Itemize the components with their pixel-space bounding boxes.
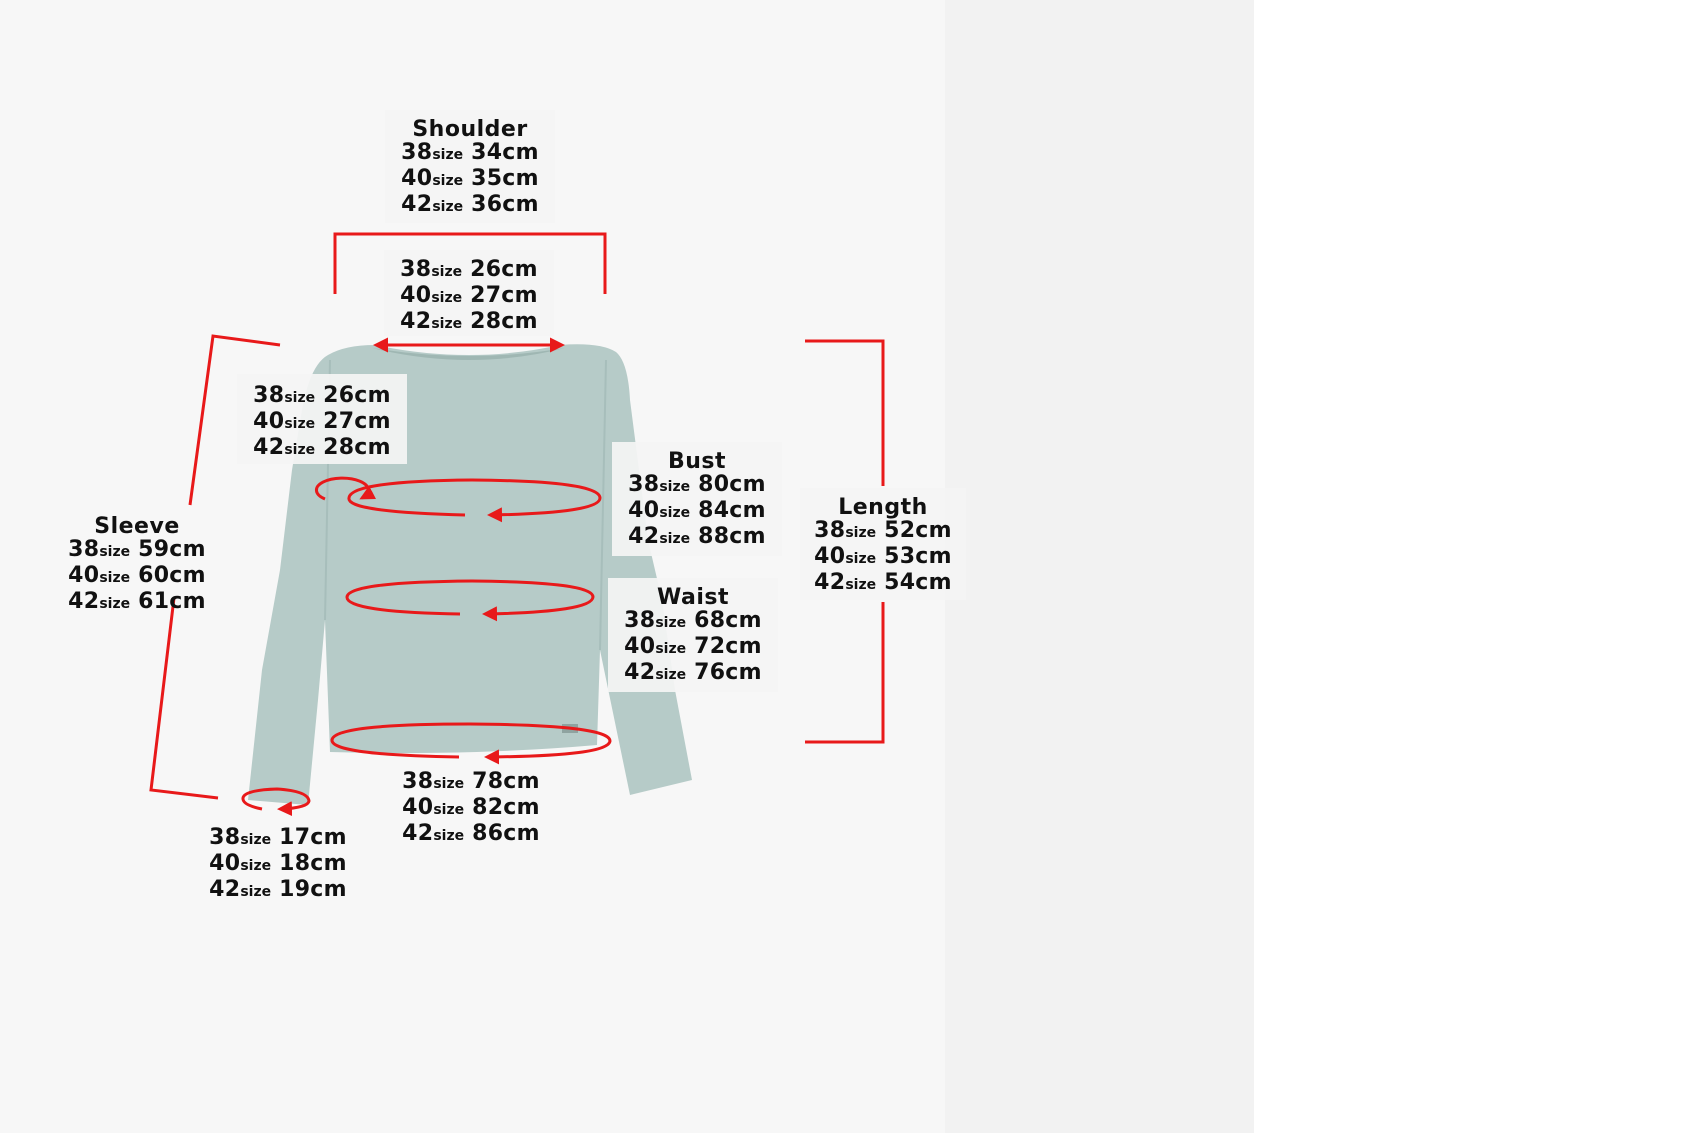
shoulder-label: Shoulder — [412, 117, 528, 142]
length-bracket-top — [805, 339, 885, 486]
length-row-42: 42size 54cm — [814, 570, 952, 595]
neck-measurement: 38size 26cm 40size 27cm 42size 28cm — [384, 250, 554, 336]
armhole-row-38: 38size 26cm — [253, 383, 391, 408]
hem-ring — [330, 722, 612, 765]
shoulder-bracket — [333, 232, 607, 294]
sleeve-measurement: Sleeve 38size 59cm 40size 60cm 42size 61… — [52, 507, 222, 619]
chart-side-panel — [945, 0, 1254, 1133]
length-measurement: Length 38size 52cm 40size 53cm 42size 54… — [800, 488, 966, 600]
length-row-38: 38size 52cm — [814, 518, 952, 543]
armhole-measurement: 38size 26cm 40size 27cm 42size 28cm — [237, 374, 407, 464]
shoulder-row-40: 40size 35cm — [401, 166, 539, 191]
armhole-row-42: 42size 28cm — [253, 435, 391, 460]
waist-measurement: Waist 38size 68cm 40size 72cm 42size 76c… — [608, 578, 778, 692]
sleeve-row-38: 38size 59cm — [68, 537, 206, 562]
bust-ring — [347, 478, 602, 523]
blank-area — [1254, 0, 1700, 1133]
neck-row-42: 42size 28cm — [400, 309, 538, 334]
neck-row-40: 40size 27cm — [400, 283, 538, 308]
length-label: Length — [838, 495, 928, 520]
cuff-row-38: 38size 17cm — [209, 825, 347, 850]
cuff-ring — [241, 787, 311, 817]
bust-measurement: Bust 38size 80cm 40size 84cm 42size 88cm — [612, 442, 782, 556]
neckline-shade — [372, 348, 565, 360]
waist-row-42: 42size 76cm — [624, 660, 762, 685]
neck-row-38: 38size 26cm — [400, 257, 538, 282]
hem-row-38: 38size 78cm — [402, 769, 540, 794]
measurement-marks — [149, 232, 885, 817]
bust-row-38: 38size 80cm — [628, 472, 766, 497]
hem-measurement: 38size 78cm 40size 82cm 42size 86cm — [386, 762, 556, 852]
waist-row-40: 40size 72cm — [624, 634, 762, 659]
cuff-row-40: 40size 18cm — [209, 851, 347, 876]
hem-row-40: 40size 82cm — [402, 795, 540, 820]
sleeve-row-42: 42size 61cm — [68, 589, 206, 614]
armhole-row-40: 40size 27cm — [253, 409, 391, 434]
cuff-measurement: 38size 17cm 40size 18cm 42size 19cm — [193, 818, 363, 908]
armhole-ring — [314, 476, 377, 501]
sleeve-label: Sleeve — [94, 514, 180, 539]
right-sleeve-seam — [599, 359, 607, 651]
sleeve-bracket-bottom — [149, 597, 219, 800]
waist-row-38: 38size 68cm — [624, 608, 762, 633]
sleeve-bracket-top — [188, 334, 281, 506]
hem-row-42: 42size 86cm — [402, 821, 540, 846]
bust-label: Bust — [667, 449, 727, 474]
waist-label: Waist — [657, 585, 729, 610]
cuff-row-42: 42size 19cm — [209, 877, 347, 902]
bust-row-40: 40size 84cm — [628, 498, 766, 523]
shoulder-measurement: Shoulder 38size 34cm 40size 35cm 42size … — [385, 110, 555, 223]
shoulder-row-38: 38size 34cm — [401, 140, 539, 165]
length-bracket-bottom — [805, 602, 885, 744]
bust-row-42: 42size 88cm — [628, 524, 766, 549]
shoulder-row-42: 42size 36cm — [401, 192, 539, 217]
sleeve-row-40: 40size 60cm — [68, 563, 206, 588]
length-row-40: 40size 53cm — [814, 544, 952, 569]
waist-ring — [345, 579, 595, 622]
